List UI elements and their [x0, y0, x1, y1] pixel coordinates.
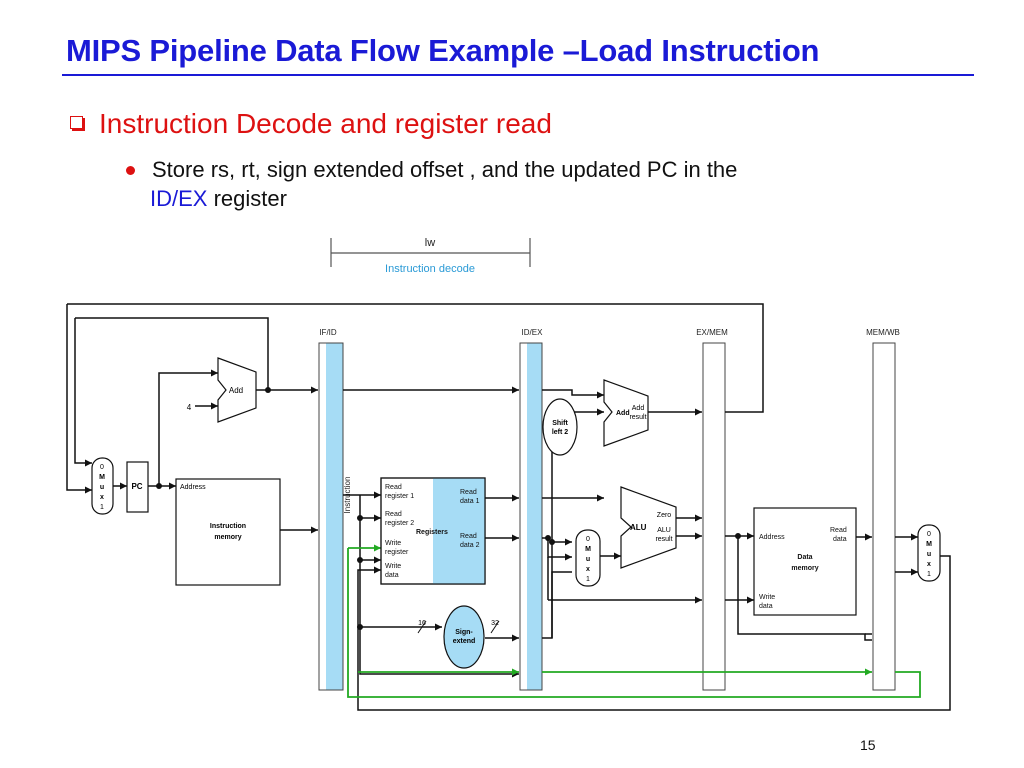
junction-dots	[156, 387, 741, 630]
reg-read1-a: Read	[385, 484, 402, 491]
title-underline	[62, 74, 974, 76]
datapath-wires	[66, 303, 951, 711]
reg-wdata-b: data	[385, 572, 399, 579]
alu-mux-x: x	[586, 566, 590, 573]
wb-mux-1: 1	[927, 571, 931, 578]
reg-write-a: Write	[385, 540, 401, 547]
bullet-2-rest: register	[207, 186, 287, 211]
square-bullet-icon	[70, 116, 83, 129]
pc-box	[126, 461, 149, 513]
alu-zero: Zero	[657, 512, 672, 519]
reg-rdata2-b: data 2	[460, 542, 480, 549]
registers-name: Registers	[416, 529, 448, 536]
dmem-read-b: data	[833, 536, 847, 543]
stage-instr-label: lw	[425, 237, 435, 249]
dmem-address: Address	[759, 534, 785, 541]
write-register-path	[347, 544, 921, 698]
alu-label: ALU	[630, 523, 647, 532]
alu-mux-0: 0	[586, 536, 590, 543]
instr-mem-address: Address	[180, 484, 206, 491]
dmem-read-a: Read	[830, 527, 847, 534]
sign-extend-a: Sign-	[455, 629, 473, 636]
sign-extend-in-width: 16	[418, 620, 426, 627]
reg-read1-b: register 1	[385, 493, 414, 500]
reg-write-b: register	[385, 549, 409, 556]
alu-mux	[575, 529, 601, 587]
pc-adder	[217, 357, 257, 423]
bullet-2: Store rs, rt, sign extended offset , and…	[126, 155, 946, 213]
add-result-b: result	[629, 414, 646, 421]
pipe-reg-label-ifid: IF/ID	[319, 328, 337, 337]
alu-mux-m: M	[585, 546, 591, 553]
register-file-read-highlight	[433, 478, 485, 584]
bullet-2-line2: ID/EX register	[150, 184, 946, 213]
bullet-1: Instruction Decode and register read	[70, 108, 552, 140]
reg-rdata1-b: data 1	[460, 498, 480, 505]
constant-four: 4	[187, 403, 192, 412]
pc-label: PC	[131, 482, 142, 491]
shift-left-unit	[542, 398, 578, 456]
wb-mux-m: M	[926, 541, 932, 548]
pc-mux-x: x	[100, 494, 104, 501]
dmem-name-a: Data	[797, 554, 812, 561]
dot-bullet-icon	[126, 166, 135, 175]
alu-result-a: ALU	[657, 527, 671, 534]
dmem-name-b: memory	[791, 565, 818, 572]
bullet-2-line1: Store rs, rt, sign extended offset , and…	[152, 157, 738, 182]
pc-mux	[91, 457, 114, 515]
slide-title: MIPS Pipeline Data Flow Example –Load In…	[66, 33, 820, 68]
alu-mux-1: 1	[586, 576, 590, 583]
branch-adder	[603, 379, 649, 447]
reg-read2-a: Read	[385, 511, 402, 518]
reg-rdata1-a: Read	[460, 489, 477, 496]
wb-mux-u: u	[927, 551, 931, 558]
sign-extend-unit	[443, 605, 485, 669]
dmem-write-a: Write	[759, 594, 775, 601]
instr-mem-name2: memory	[214, 534, 241, 541]
pipe-reg-label-exmem: EX/MEM	[696, 328, 728, 337]
sign-extend-out-width: 32	[491, 620, 499, 627]
exmem-register	[702, 342, 726, 691]
page-number: 15	[860, 737, 876, 753]
instruction-memory	[175, 478, 281, 586]
instr-mem-name1: Instruction	[210, 523, 246, 530]
idex-highlight: ID/EX	[150, 186, 208, 211]
pipe-reg-label-memwb: MEM/WB	[866, 328, 900, 337]
pc-adder-label: Add	[229, 386, 243, 395]
pc-mux-1: 1	[100, 504, 104, 511]
data-memory	[753, 507, 857, 616]
wb-mux-0: 0	[927, 531, 931, 538]
reg-read2-b: register 2	[385, 520, 414, 527]
dmem-write-b: data	[759, 603, 773, 610]
shift-left-b: left 2	[552, 429, 568, 436]
bullet-1-text: Instruction Decode and register read	[99, 108, 552, 139]
wb-mux-x: x	[927, 561, 931, 568]
ifid-register-edge	[319, 343, 326, 690]
pipe-reg-label-idex: ID/EX	[522, 328, 544, 337]
branch-adder-label: Add	[616, 410, 630, 417]
stage-name-label: Instruction decode	[385, 263, 475, 275]
add-result-a: Add	[632, 405, 645, 412]
reg-wdata-a: Write	[385, 563, 401, 570]
sign-extend-b: extend	[453, 638, 476, 645]
stage-bracket	[330, 238, 531, 267]
alu-mux-u: u	[586, 556, 590, 563]
pc-mux-m: M	[99, 474, 105, 481]
memwb-register	[872, 342, 896, 691]
alu-result-b: result	[655, 536, 672, 543]
shift-left-a: Shift	[552, 420, 568, 427]
pc-mux-u: u	[100, 484, 104, 491]
reg-rdata2-a: Read	[460, 533, 477, 540]
wb-mux	[917, 524, 941, 582]
alu	[620, 486, 677, 569]
pc-mux-0: 0	[100, 464, 104, 471]
